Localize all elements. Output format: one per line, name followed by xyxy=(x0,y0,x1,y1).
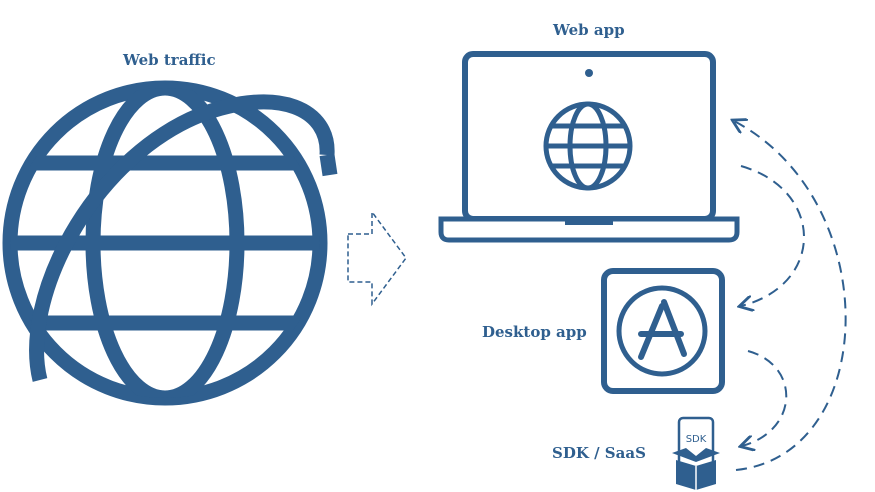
desktop-app-label: Desktop app xyxy=(482,323,587,341)
sdk-saas-label: SDK / SaaS xyxy=(552,444,646,462)
app-store-icon xyxy=(601,268,725,394)
curve-arrow-outer xyxy=(734,121,847,471)
laptop-icon xyxy=(438,51,740,243)
web-app-globe-icon xyxy=(543,101,633,191)
web-app-label: Web app xyxy=(553,21,625,39)
curve-arrow-sdk-to-desktop xyxy=(742,350,788,446)
hollow-dashed-right-arrow-icon xyxy=(347,209,407,307)
web-traffic-label: Web traffic xyxy=(123,51,216,69)
globe-icon xyxy=(2,80,338,406)
sdk-box-label: SDK xyxy=(686,434,707,445)
sdk-package-icon: SDK xyxy=(672,416,720,490)
curve-arrow-web-to-desktop xyxy=(741,165,805,306)
